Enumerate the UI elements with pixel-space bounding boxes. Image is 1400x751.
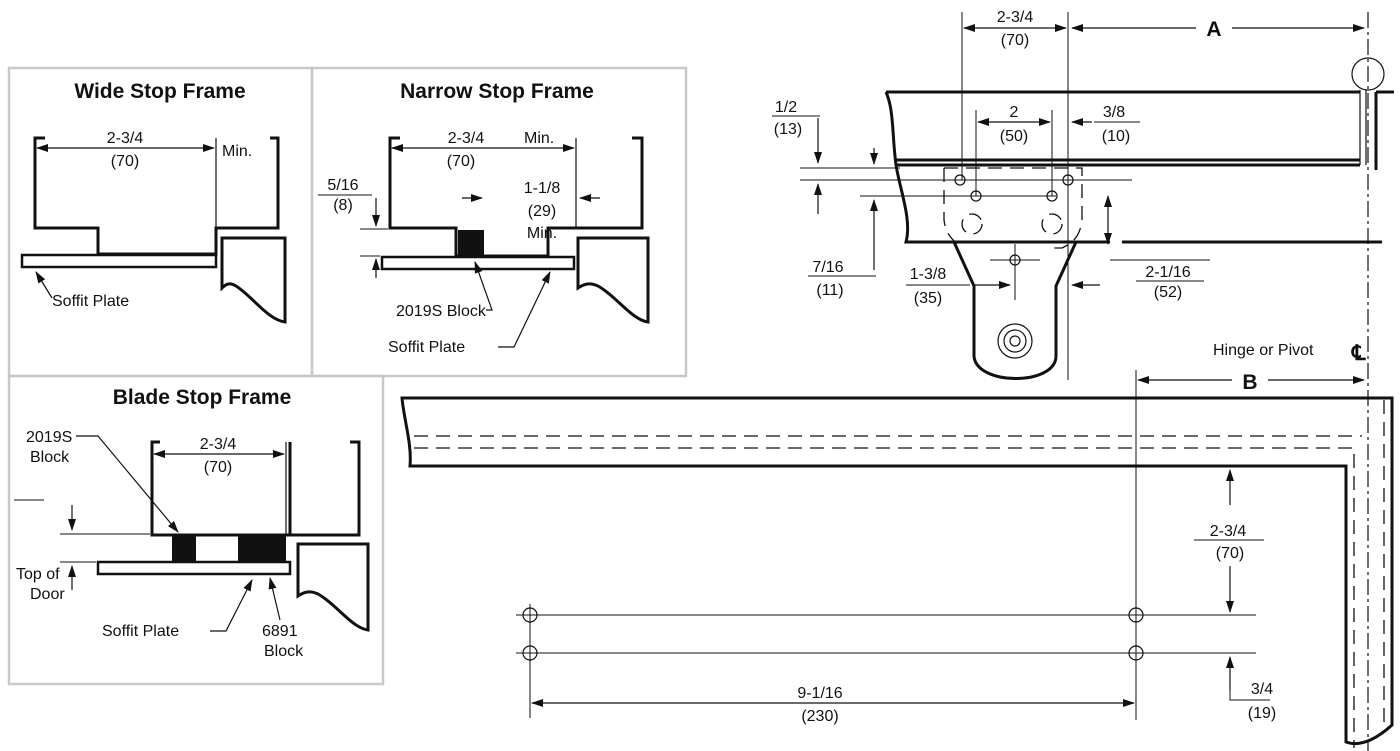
label-a: A xyxy=(1206,18,1221,41)
narrow-dim-label: 2-3/4 xyxy=(448,130,485,147)
narrow-d2-min: Min. xyxy=(527,225,557,242)
wide-soffit-plate xyxy=(20,253,218,269)
narrow-stop-frame-title: Narrow Stop Frame xyxy=(400,80,594,103)
frame-header xyxy=(884,90,1394,167)
narrow-dim-mm: (70) xyxy=(447,153,475,170)
wide-door-jamb xyxy=(220,236,287,324)
dim-38-mm: (10) xyxy=(1102,128,1130,145)
dim-38-label: 3/8 xyxy=(1103,104,1125,121)
narrow-block-label: 2019S Block xyxy=(396,303,487,320)
blade-soffit-plate xyxy=(96,560,292,576)
dim-234b-label: 2-3/4 xyxy=(1210,523,1247,540)
narrow-soffit-label: Soffit Plate xyxy=(388,339,465,356)
narrow-2019s-block xyxy=(458,230,484,256)
narrow-soffit-plate xyxy=(380,255,576,271)
centerline-symbol: ℄ xyxy=(1351,342,1366,365)
dim-two-label: 2 xyxy=(1010,104,1019,121)
hinge-circle xyxy=(1351,57,1385,91)
blade-top-label-b: Door xyxy=(30,586,65,603)
blade-soffit-label: Soffit Plate xyxy=(102,623,179,640)
wide-stop-frame-panel xyxy=(7,66,314,378)
dim-138-label: 1-3/8 xyxy=(910,266,947,283)
dim-716-mm: (11) xyxy=(816,282,843,299)
blade-2019s-block xyxy=(172,536,196,561)
wide-dim-mm: (70) xyxy=(111,153,139,170)
dim-9116-mm: (230) xyxy=(801,708,838,725)
blade-block2-label-b: Block xyxy=(264,643,304,660)
narrow-d2-mm: (29) xyxy=(528,203,556,220)
label-b: B xyxy=(1242,371,1257,394)
blade-stop-frame-panel xyxy=(7,374,385,686)
blade-dim-mm: (70) xyxy=(204,459,232,476)
wide-min-label: Min. xyxy=(222,143,252,160)
narrow-d2-label: 1-1/8 xyxy=(524,180,561,197)
closer-arm xyxy=(952,241,1078,380)
dim-716-label: 7/16 xyxy=(812,259,843,276)
blade-block1-label-a: 2019S xyxy=(26,429,72,446)
mounting-bracket-outline xyxy=(943,167,1083,249)
blade-door-jamb xyxy=(296,542,370,632)
blade-top-label-a: Top of xyxy=(16,566,60,583)
narrow-stop-frame-panel xyxy=(310,66,688,378)
dim-two-mm: (50) xyxy=(1000,128,1028,145)
dim-34-mm: (19) xyxy=(1248,705,1276,722)
door xyxy=(400,396,1394,745)
wide-stop-frame-title: Wide Stop Frame xyxy=(74,80,245,103)
dim-234b-mm: (70) xyxy=(1216,545,1244,562)
dim-2116-mm: (52) xyxy=(1154,284,1182,301)
wide-dim-label: 2-3/4 xyxy=(107,130,144,147)
blade-6891-block xyxy=(238,536,286,561)
dim-2116-label: 2-1/16 xyxy=(1145,264,1190,281)
dim-half-label: 1/2 xyxy=(775,99,797,116)
dim-top-label: 2-3/4 xyxy=(997,9,1034,26)
narrow-d1-mm: (8) xyxy=(333,197,353,214)
dim-9116-label: 9-1/16 xyxy=(797,685,842,702)
dim-top-mm: (70) xyxy=(1001,32,1029,49)
blade-block1-label-b: Block xyxy=(30,449,70,466)
wide-soffit-label: Soffit Plate xyxy=(52,293,129,310)
blade-stop-frame-title: Blade Stop Frame xyxy=(113,386,292,409)
blade-frame-profile xyxy=(150,440,292,537)
dim-half-mm: (13) xyxy=(774,121,802,138)
blade-block2-label-a: 6891 xyxy=(262,623,298,640)
dim-138-mm: (35) xyxy=(914,290,942,307)
hinge-label: Hinge or Pivot xyxy=(1213,342,1314,359)
blade-dim-label: 2-3/4 xyxy=(200,436,237,453)
narrow-d1-label: 5/16 xyxy=(327,177,358,194)
dim-34-label: 3/4 xyxy=(1251,681,1273,698)
narrow-door-jamb xyxy=(576,236,650,324)
narrow-dim-min: Min. xyxy=(524,130,554,147)
